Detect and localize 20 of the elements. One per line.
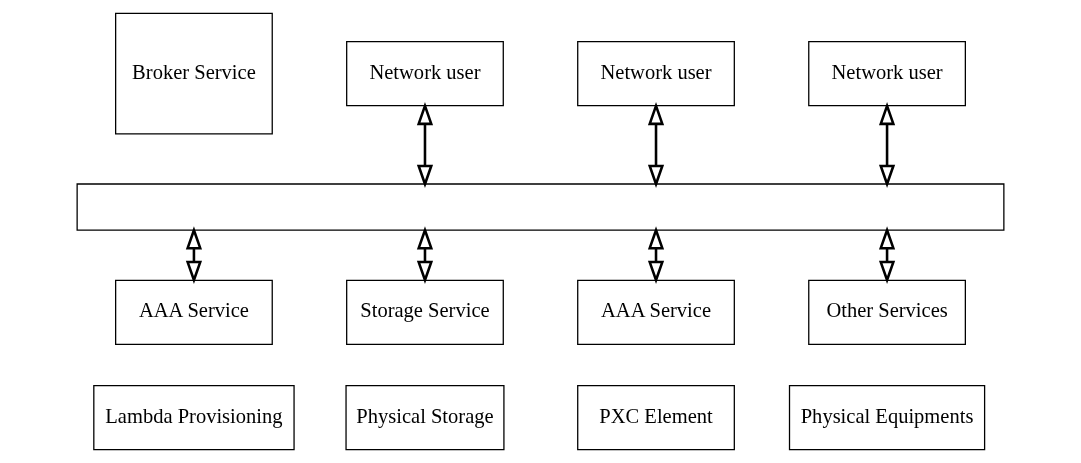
node-box: Physical Storage (345, 384, 505, 451)
node-box: Network user (346, 40, 504, 107)
node-box: AAA Service (577, 279, 735, 346)
arrow (416, 102, 434, 188)
arrow (185, 226, 203, 284)
node-box: Physical Equipments (788, 384, 986, 451)
arrow (416, 226, 434, 284)
node-box: AAA Service (115, 279, 273, 346)
arrow (878, 226, 896, 284)
node-box: Network user (808, 40, 966, 107)
node-box: Other Services (808, 279, 966, 346)
node-bar (76, 183, 1005, 231)
arrow (878, 102, 896, 188)
node-box: Network user (577, 40, 735, 107)
node-box: PXC Element (577, 384, 735, 451)
node-box: Broker Service (115, 12, 273, 135)
arrow (647, 102, 665, 188)
arrow (647, 226, 665, 284)
node-box: Storage Service (346, 279, 504, 346)
node-box: Lambda Provisioning (93, 384, 295, 451)
